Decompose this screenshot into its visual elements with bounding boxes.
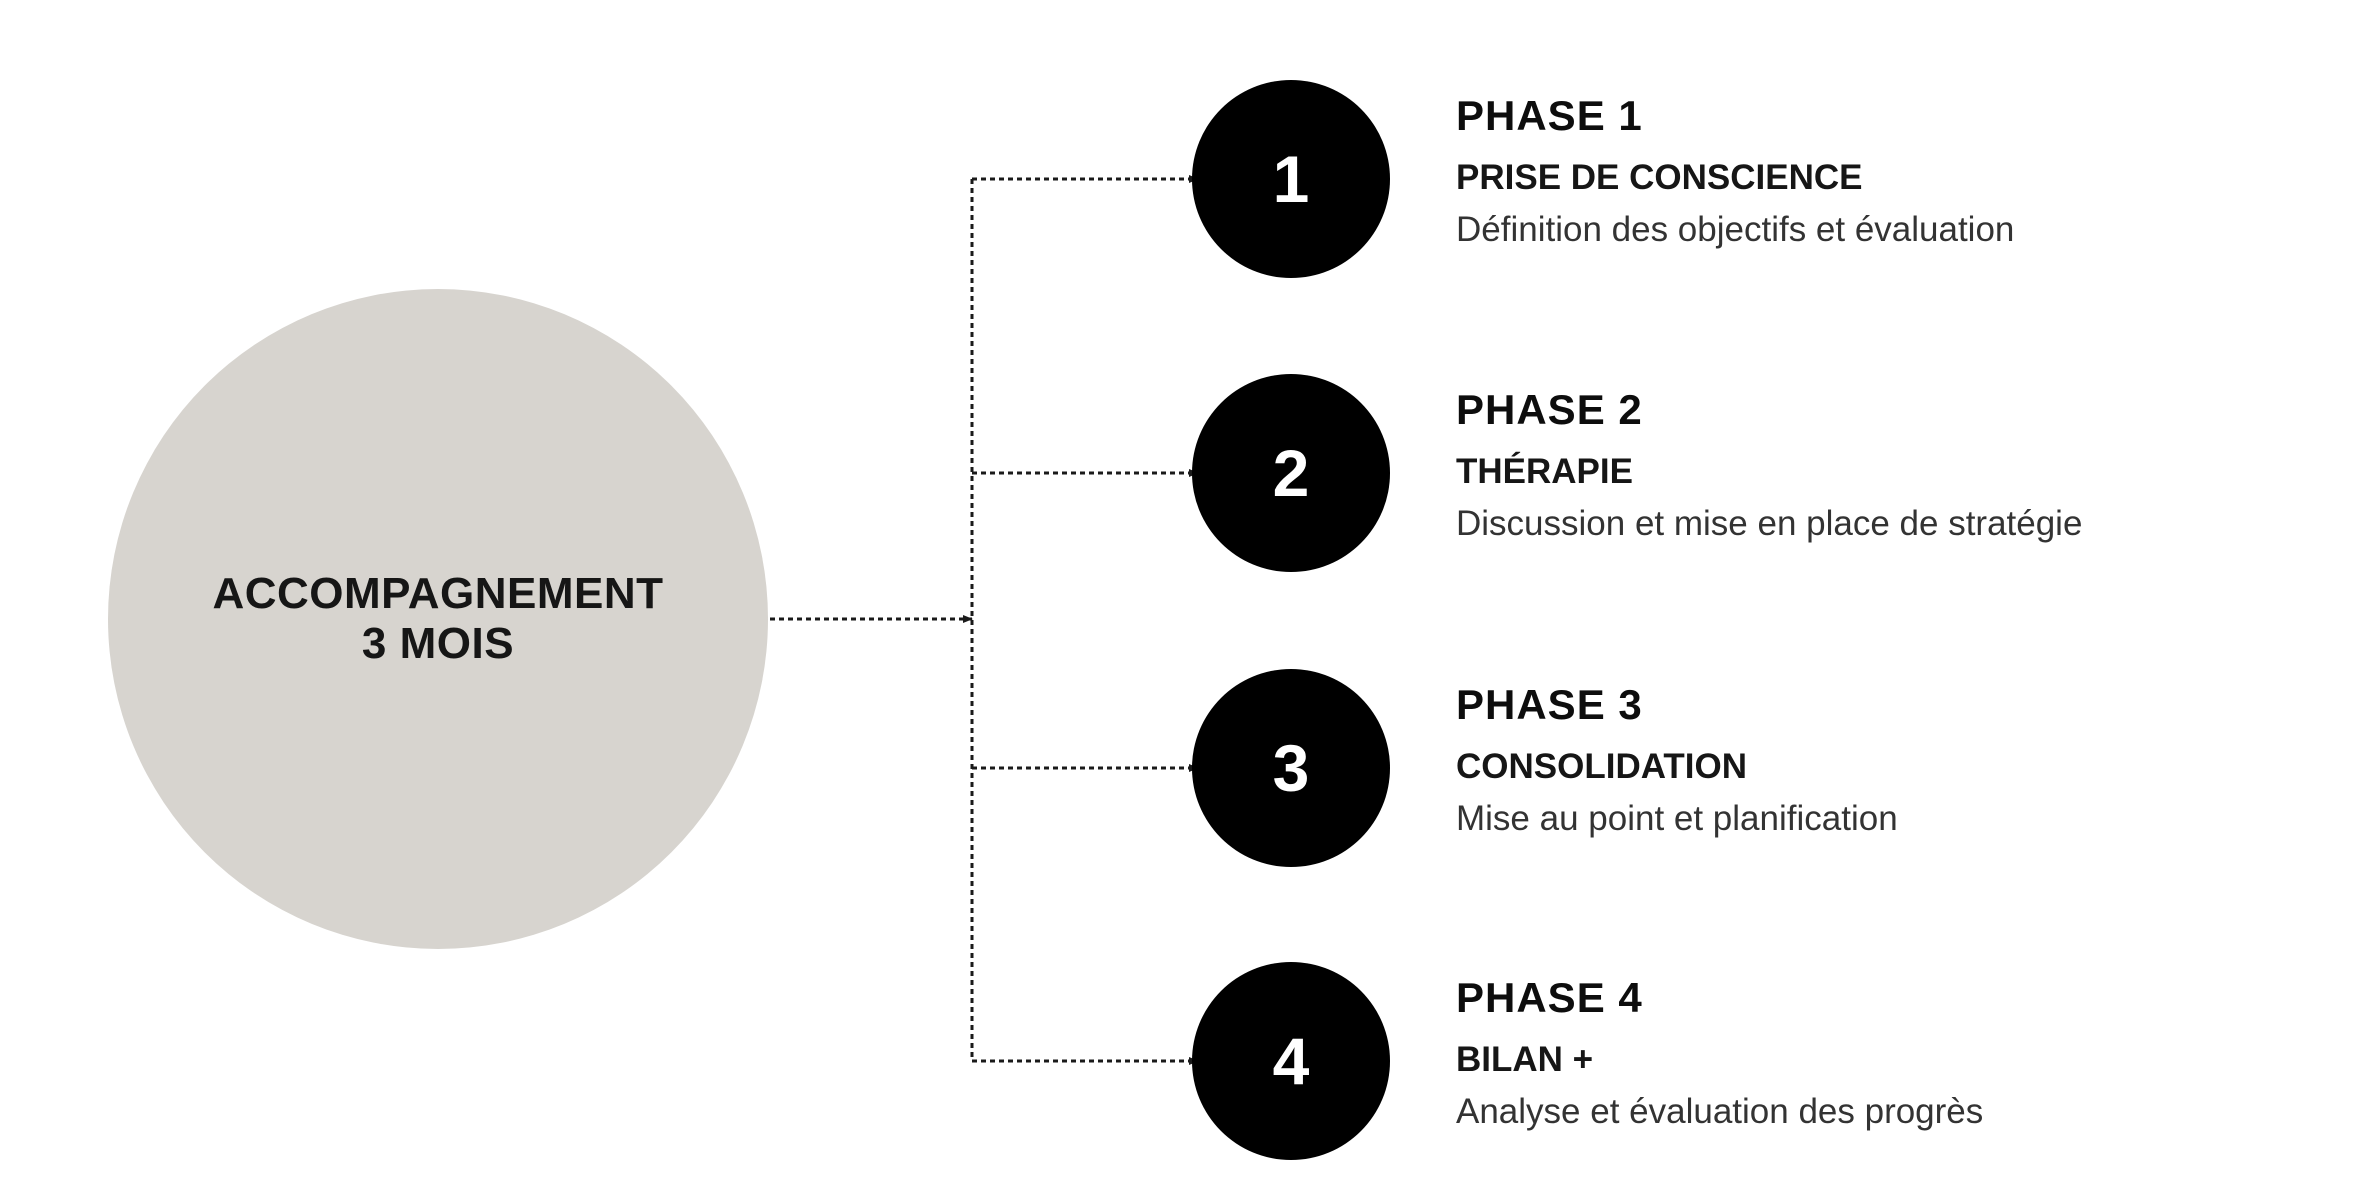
phase-3-number: 3 bbox=[1272, 731, 1310, 805]
phase-1-number: 1 bbox=[1272, 142, 1310, 216]
phase-1-description: Définition des objectifs et évaluation bbox=[1456, 210, 2015, 249]
phase-4-subtitle: BILAN + bbox=[1456, 1040, 1594, 1079]
phase-4-number: 4 bbox=[1272, 1024, 1310, 1098]
phase-4-text: PHASE 4 BILAN + Analyse et évaluation de… bbox=[1456, 973, 2336, 1133]
phase-2-title: PHASE 2 bbox=[1456, 386, 1643, 433]
phase-3-text: PHASE 3 CONSOLIDATION Mise au point et p… bbox=[1456, 680, 2336, 840]
phase-1-subtitle: PRISE DE CONSCIENCE bbox=[1456, 158, 1863, 197]
program-circle: ACCOMPAGNEMENT 3 MOIS bbox=[108, 289, 768, 949]
program-label-line2: 3 MOIS bbox=[361, 619, 515, 668]
phase-1-circle: 1 bbox=[1192, 80, 1390, 278]
program-label-line1: ACCOMPAGNEMENT bbox=[212, 569, 664, 618]
phase-4-circle: 4 bbox=[1192, 962, 1390, 1160]
phase-2-description: Discussion et mise en place de stratégie bbox=[1456, 504, 2083, 543]
phase-1-title: PHASE 1 bbox=[1456, 92, 1643, 139]
phase-2-subtitle: THÉRAPIE bbox=[1456, 452, 1633, 491]
phase-3-description: Mise au point et planification bbox=[1456, 799, 1898, 838]
phase-1-text: PHASE 1 PRISE DE CONSCIENCE Définition d… bbox=[1456, 91, 2336, 251]
phase-4-description: Analyse et évaluation des progrès bbox=[1456, 1092, 1984, 1131]
phase-2-circle: 2 bbox=[1192, 374, 1390, 572]
phase-3-subtitle: CONSOLIDATION bbox=[1456, 747, 1748, 786]
phase-2-text: PHASE 2 THÉRAPIE Discussion et mise en p… bbox=[1456, 385, 2336, 545]
program-label: ACCOMPAGNEMENT 3 MOIS bbox=[212, 569, 663, 669]
phase-2-number: 2 bbox=[1272, 436, 1310, 510]
phase-3-circle: 3 bbox=[1192, 669, 1390, 867]
phase-3-title: PHASE 3 bbox=[1456, 681, 1643, 728]
phase-4-title: PHASE 4 bbox=[1456, 974, 1643, 1021]
